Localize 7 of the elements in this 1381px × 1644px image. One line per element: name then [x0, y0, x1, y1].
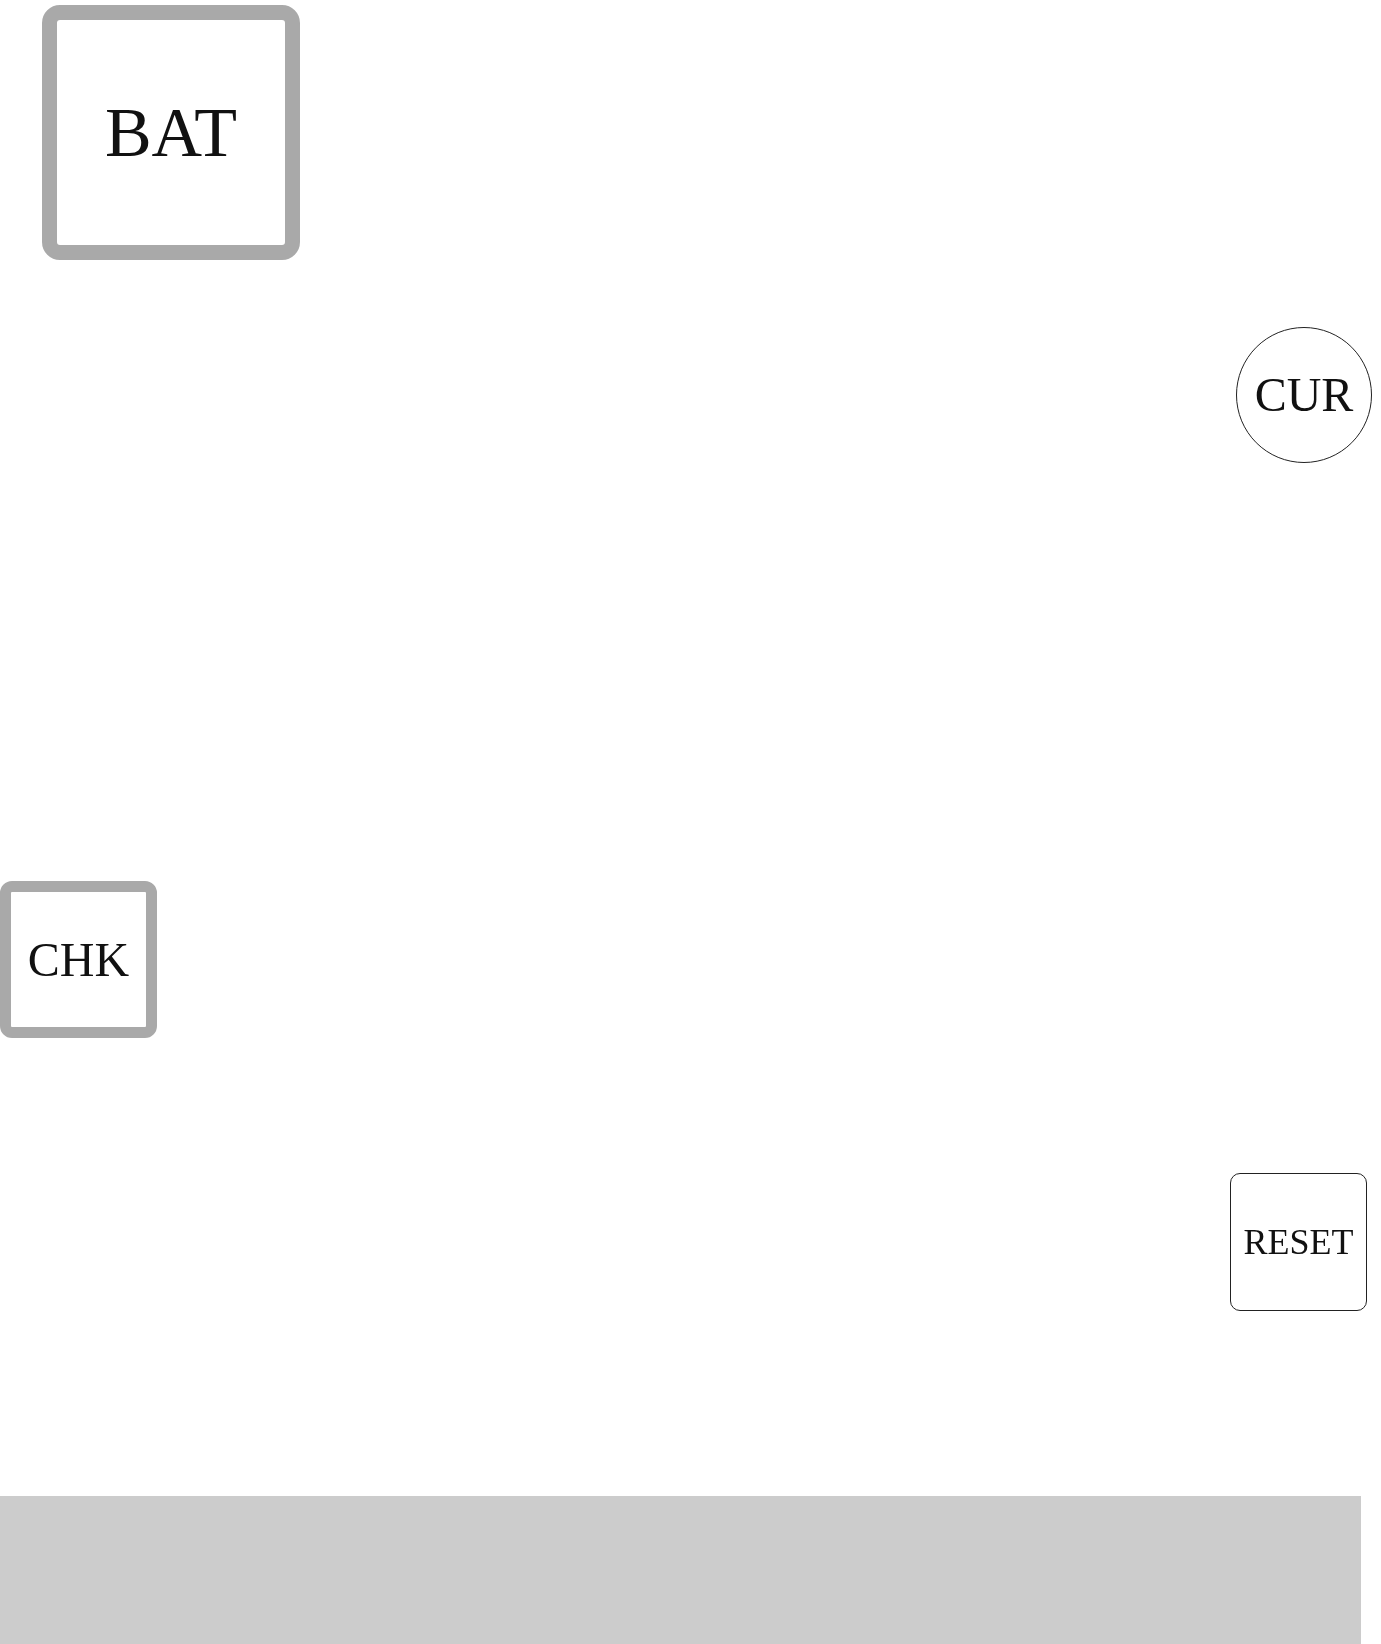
- button-icon: [0, 881, 157, 1038]
- button-label: RESET: [1243, 1224, 1354, 1260]
- button-icon: [42, 5, 300, 260]
- button-label: CUR: [1254, 371, 1354, 419]
- button-label: BAT: [104, 97, 238, 168]
- button-label: CHK: [27, 935, 130, 984]
- button-icon: [1230, 1173, 1367, 1311]
